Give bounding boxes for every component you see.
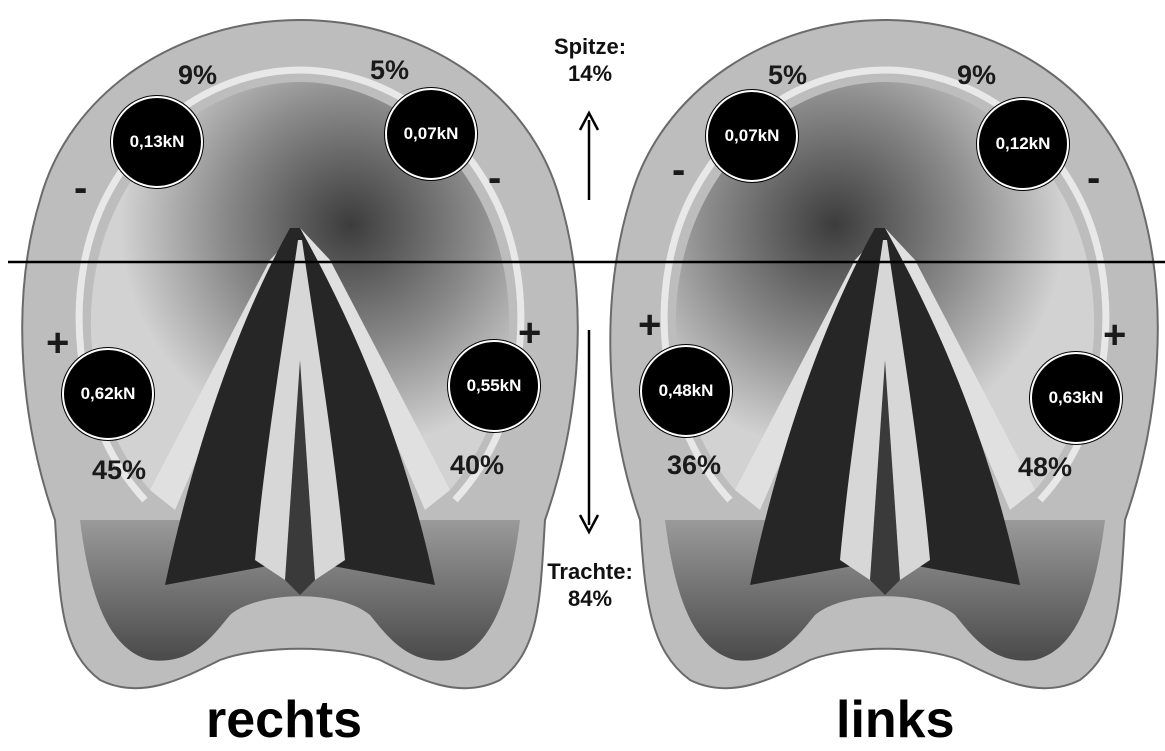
- force-marker: 0,12kN: [977, 98, 1069, 190]
- rechts-top-left-sign: -: [74, 168, 87, 208]
- force-marker: 0,62kN: [62, 348, 154, 440]
- force-marker: 0,07kN: [706, 90, 798, 182]
- links-bottom-right-sign: +: [1103, 315, 1126, 355]
- rechts-top-right-pct: 5%: [370, 55, 409, 86]
- rechts-top-left-pct: 9%: [178, 60, 217, 91]
- links-top-left-sign: -: [672, 150, 685, 190]
- rechts-bottom-left-pct: 45%: [92, 455, 146, 486]
- links-bottom-right-pct: 48%: [1018, 452, 1072, 483]
- force-marker: 0,55kN: [448, 340, 540, 432]
- toe-label: Spitze:: [530, 33, 650, 60]
- force-marker: 0,07kN: [385, 88, 477, 180]
- toe-label-block: Spitze: 14%: [530, 33, 650, 87]
- force-marker: 0,48kN: [640, 345, 732, 437]
- force-marker: 0,13kN: [111, 96, 203, 188]
- force-value: 0,48kN: [659, 381, 714, 401]
- force-value: 0,07kN: [725, 126, 780, 146]
- side-label-rechts: rechts: [206, 690, 362, 750]
- links-top-right-pct: 9%: [957, 60, 996, 91]
- heel-label-block: Trachte: 84%: [520, 558, 660, 612]
- side-label-links: links: [836, 690, 955, 750]
- heel-value: 84%: [520, 585, 660, 612]
- links-bottom-left-pct: 36%: [667, 450, 721, 481]
- force-value: 0,62kN: [81, 384, 136, 404]
- force-value: 0,63kN: [1049, 388, 1104, 408]
- rechts-bottom-right-sign: +: [518, 313, 541, 353]
- force-marker: 0,63kN: [1030, 352, 1122, 444]
- arrow-down-icon: [580, 330, 598, 532]
- force-value: 0,13kN: [130, 132, 185, 152]
- force-value: 0,07kN: [404, 124, 459, 144]
- arrow-up-icon: [580, 113, 598, 200]
- heel-label: Trachte:: [520, 558, 660, 585]
- toe-value: 14%: [530, 60, 650, 87]
- rechts-bottom-left-sign: +: [46, 323, 69, 363]
- force-value: 0,55kN: [467, 376, 522, 396]
- force-value: 0,12kN: [996, 134, 1051, 154]
- links-top-left-pct: 5%: [768, 60, 807, 91]
- rechts-bottom-right-pct: 40%: [450, 450, 504, 481]
- rechts-top-right-sign: -: [488, 158, 501, 198]
- links-bottom-left-sign: +: [638, 305, 661, 345]
- links-top-right-sign: -: [1087, 158, 1100, 198]
